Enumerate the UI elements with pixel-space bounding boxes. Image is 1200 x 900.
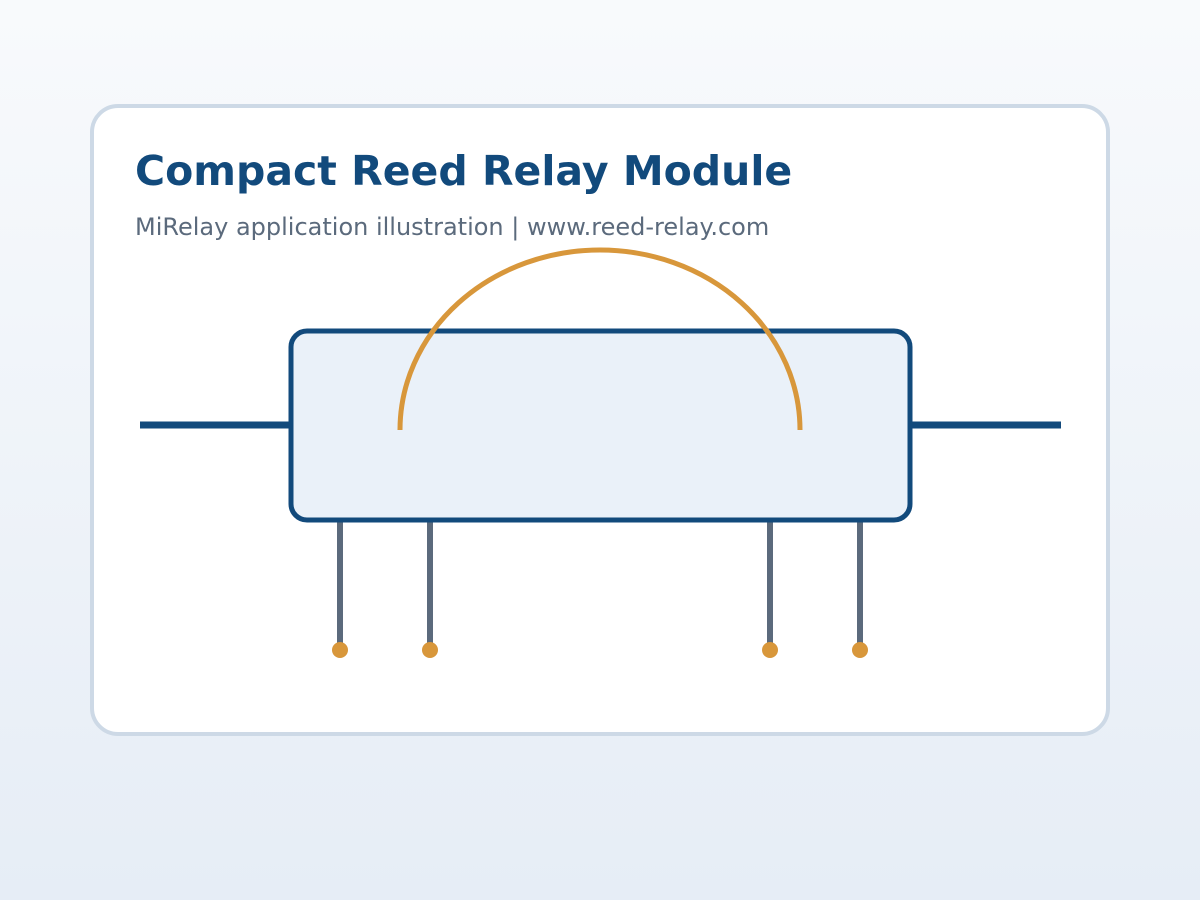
pin-1-solder-point xyxy=(332,642,348,658)
pin-3-solder-point xyxy=(762,642,778,658)
pin-2-solder-point xyxy=(422,642,438,658)
page-title: Compact Reed Relay Module xyxy=(135,147,793,195)
relay-body xyxy=(288,328,913,523)
page-subtitle: MiRelay application illustration | www.r… xyxy=(135,213,770,241)
coil-arc xyxy=(397,247,803,431)
pin-4-solder-point xyxy=(852,642,868,658)
